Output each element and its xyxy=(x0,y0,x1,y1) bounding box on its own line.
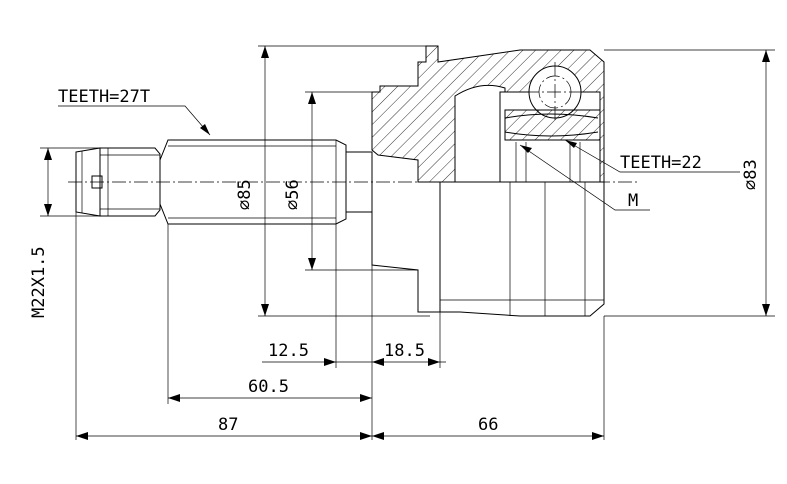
dim-60-5 xyxy=(168,394,372,402)
dim-thread xyxy=(40,147,100,217)
m-label: M xyxy=(628,191,638,211)
dia-85-label: ⌀85 xyxy=(235,179,255,210)
dia-83-label: ⌀83 xyxy=(741,159,761,190)
dia-56-label: ⌀56 xyxy=(283,179,303,210)
leader-teeth-27 xyxy=(58,105,211,136)
teeth-27-label: TEETH=27T xyxy=(58,87,150,107)
dim-87 xyxy=(76,432,372,440)
thread-label: M22X1.5 xyxy=(29,246,49,318)
leader-teeth-22 xyxy=(564,139,740,173)
teeth-22-label: TEETH=22 xyxy=(620,153,702,173)
outer-race-section xyxy=(371,45,605,183)
dim-diameter-85 xyxy=(258,45,430,317)
dim-diameter-83 xyxy=(604,49,775,317)
dim-66 xyxy=(372,432,604,440)
leader-m xyxy=(519,144,650,211)
dim-18-5-label: 18.5 xyxy=(384,341,425,361)
dim-12-5-label: 12.5 xyxy=(268,341,309,361)
dim-18-5 xyxy=(372,358,446,366)
dim-87-label: 87 xyxy=(218,415,238,435)
dim-66-label: 66 xyxy=(478,415,498,435)
spline-shaft xyxy=(159,139,373,225)
dim-diameter-56 xyxy=(305,91,418,271)
dim-60-5-label: 60.5 xyxy=(248,377,289,397)
outer-race-outline xyxy=(371,181,605,317)
